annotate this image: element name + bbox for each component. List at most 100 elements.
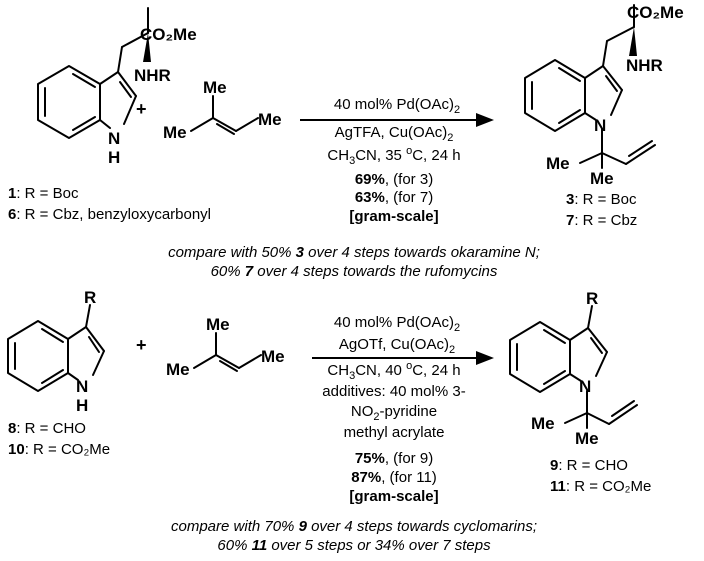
condition-2-line-2: AgOTf, Cu(OAc)2 [338, 336, 456, 356]
plus-sign-1: + [136, 99, 147, 119]
yield-value-7: 63% [354, 189, 385, 206]
r-label-2: R [84, 288, 96, 307]
compound-9-text: : R = CHO [558, 457, 628, 474]
condition-1-line-2: AgTFA, Cu(OAc)2 [334, 124, 454, 144]
condition-1-line-1: 40 mol% Pd(OAc)2 [333, 96, 461, 116]
comparison-1-text-a: compare with 50% [168, 244, 296, 261]
compound-7-definition: 7: R = Cbz [566, 212, 637, 230]
yield-value-9: 75% [354, 450, 385, 467]
alkene-reagent-structure-1: Me Me Me [163, 78, 282, 142]
gram-scale-label-1: [gram-scale] [349, 208, 439, 225]
compound-8-text: : R = CHO [16, 420, 86, 437]
amine-label-1: NHR [134, 66, 171, 85]
yield-line-11: 87%, (for 11) [351, 469, 437, 487]
compound-11-text: : R = CO₂Me [565, 478, 652, 495]
gem-dimethyl-me-b-2: Me [575, 429, 599, 448]
yield-text-9: , (for 9) [384, 450, 434, 467]
amine-label-product-1: NHR [626, 56, 663, 75]
compound-10-text: : R = CO₂Me [24, 441, 111, 458]
comparison-1-compound-3: 3 [295, 244, 304, 261]
reaction-arrow-head-1 [476, 113, 494, 127]
alkene-me-right-2: Me [261, 347, 285, 366]
comparison-2-compound-11: 11 [251, 537, 268, 554]
condition-2-line-5: NO2-pyridine [350, 403, 438, 423]
alkene-reagent-structure-2: Me Me Me [166, 315, 285, 379]
condition-2-line-1: 40 mol% Pd(OAc)2 [333, 314, 461, 334]
compound-10-number: 10 [8, 441, 25, 458]
product-reverse-prenyl-indole-structure: R N Me Me [509, 289, 638, 448]
indole-h-label-2: H [76, 396, 88, 415]
reaction-arrow-1 [300, 119, 478, 121]
alkene-me-top-1: Me [203, 78, 227, 97]
comparison-note-1-line-1: compare with 50% 3 over 4 steps towards … [168, 244, 540, 262]
gem-dimethyl-me-b-1: Me [590, 169, 614, 188]
compound-10-definition: 10: R = CO₂Me [8, 441, 110, 459]
plus-sign-2: + [136, 335, 147, 355]
indole-h-label-1: H [108, 148, 120, 167]
comparison-1-text-d: over 4 steps towards the rufomycins [253, 263, 498, 280]
gem-dimethyl-me-a-2: Me [531, 414, 555, 433]
comparison-note-1-line-2: 60% 7 over 4 steps towards the rufomycin… [211, 263, 498, 281]
condition-1-line-3: CH3CN, 35 oC, 24 h [327, 145, 461, 167]
compound-1-text: : R = Boc [16, 185, 79, 202]
yield-line-7: 63%, (for 7) [355, 189, 433, 207]
condition-2-line-3: CH3CN, 40 oC, 24 h [327, 360, 461, 382]
compound-6-number: 6 [8, 206, 17, 223]
comparison-2-text-c: 60% [217, 537, 252, 554]
yield-text-11: , (for 11) [381, 469, 437, 486]
comparison-note-2-line-2: 60% 11 over 5 steps or 34% over 7 steps [217, 537, 490, 555]
indole-n-label-1: N [108, 129, 120, 148]
compound-6-definition: 6: R = Cbz, benzyloxycarbonyl [8, 206, 211, 224]
compound-8-definition: 8: R = CHO [8, 420, 86, 438]
compound-1-definition: 1: R = Boc [8, 185, 78, 203]
yield-text-3: , (for 3) [384, 171, 434, 188]
substrate-indole-structure-2: R N H [7, 288, 105, 415]
product-reverse-prenyl-tryptophan-structure: CO₂Me NHR N Me Me [524, 3, 684, 188]
compound-9-number: 9 [550, 457, 559, 474]
alkene-me-left-2: Me [166, 360, 190, 379]
alkene-me-left-1: Me [163, 123, 187, 142]
gram-scale-label-2: [gram-scale] [349, 488, 439, 505]
condition-2-line-4: additives: 40 mol% 3- [322, 383, 466, 400]
yield-value-11: 87% [351, 469, 382, 486]
compound-3-definition: 3: R = Boc [566, 191, 636, 209]
comparison-2-text-d: over 5 steps or 34% over 7 steps [267, 537, 491, 554]
comparison-note-2-line-1: compare with 70% 9 over 4 steps towards … [171, 518, 537, 536]
reaction-arrow-2 [312, 357, 478, 359]
indole-n-label-product-1: N [594, 116, 606, 135]
compound-3-number: 3 [566, 191, 575, 208]
comparison-2-compound-9: 9 [298, 518, 307, 535]
compound-6-text: : R = Cbz, benzyloxycarbonyl [16, 206, 212, 223]
comparison-1-text-b: over 4 steps towards okaramine N; [303, 244, 540, 261]
compound-3-text: : R = Boc [574, 191, 637, 208]
yield-line-9: 75%, (for 9) [355, 450, 433, 468]
comparison-1-text-c: 60% [210, 263, 245, 280]
compound-11-number: 11 [550, 478, 566, 495]
alkene-me-right-1: Me [258, 110, 282, 129]
indole-n-label-product-2: N [579, 377, 591, 396]
comparison-2-text-a: compare with 70% [171, 518, 299, 535]
comparison-1-compound-7: 7 [244, 263, 254, 280]
compound-8-number: 8 [8, 420, 17, 437]
ester-label-product-1: CO₂Me [627, 3, 684, 22]
substrate-tryptophan-structure: CO₂Me NHR N H [37, 7, 197, 167]
condition-2-line-6: methyl acrylate [343, 424, 445, 441]
yield-text-7: , (for 7) [384, 189, 434, 206]
comparison-2-text-b: over 4 steps towards cyclomarins; [306, 518, 537, 535]
r-label-product-2: R [586, 289, 598, 308]
alkene-me-top-2: Me [206, 315, 230, 334]
compound-1-number: 1 [8, 185, 17, 202]
compound-11-definition: 11: R = CO₂Me [550, 478, 651, 496]
compound-7-number: 7 [566, 212, 575, 229]
compound-7-text: : R = Cbz [574, 212, 638, 229]
indole-n-label-2: N [76, 377, 88, 396]
reaction-arrow-head-2 [476, 351, 494, 365]
gem-dimethyl-me-a-1: Me [546, 154, 570, 173]
compound-9-definition: 9: R = CHO [550, 457, 628, 475]
ester-label-1: CO₂Me [140, 25, 197, 44]
catalyst-text-1: 40 mol% Pd(OAc)2 [333, 96, 461, 116]
yield-value-3: 69% [354, 171, 385, 188]
yield-line-3: 69%, (for 3) [355, 171, 433, 189]
